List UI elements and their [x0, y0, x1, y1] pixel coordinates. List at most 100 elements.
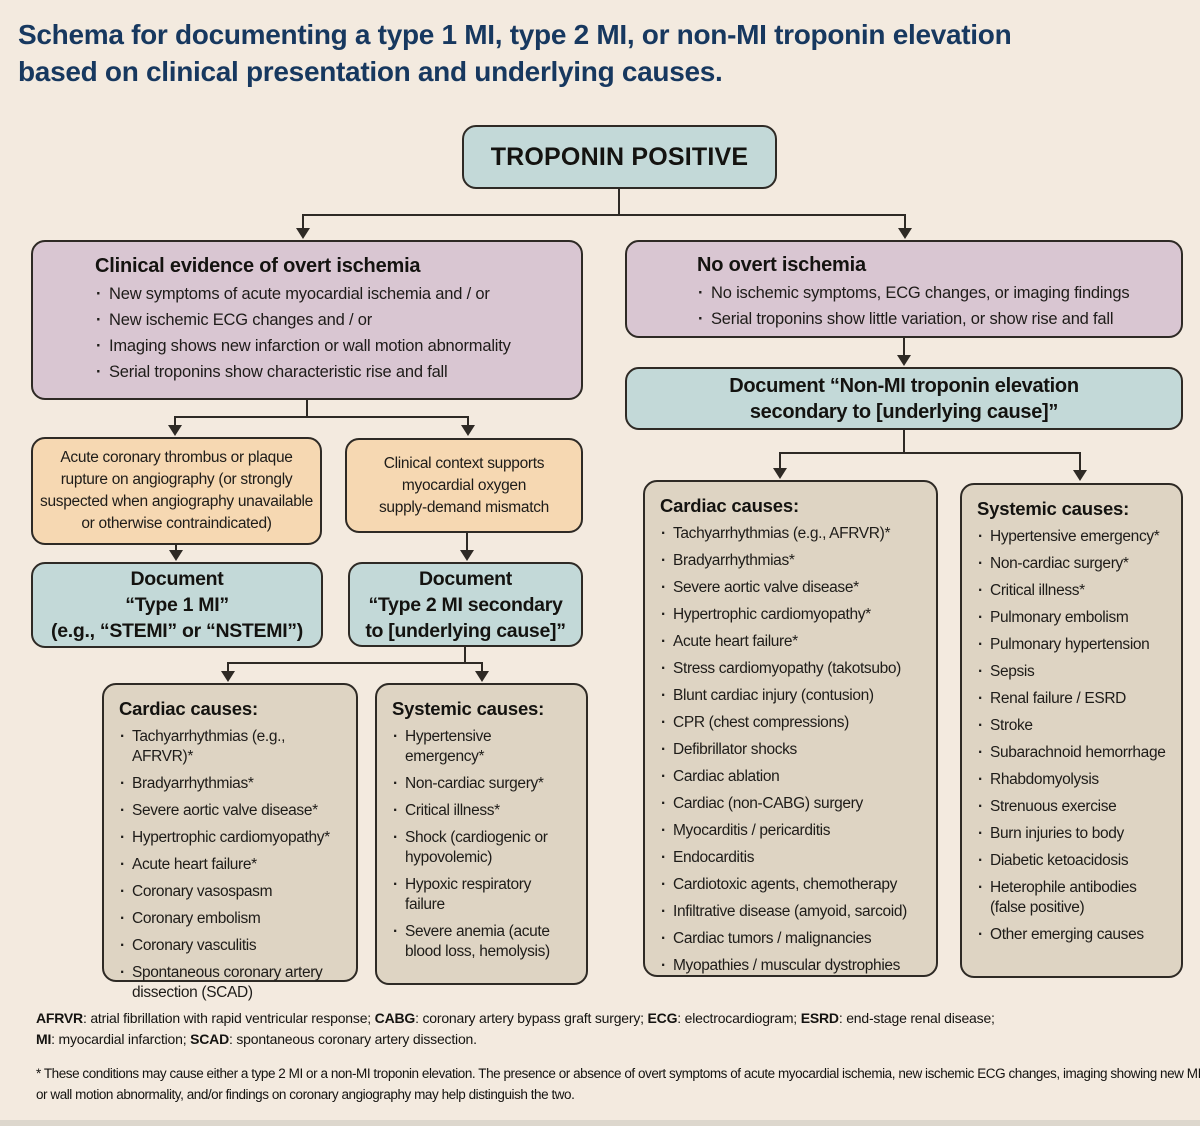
troponin-positive-node: TROPONIN POSITIVE	[462, 125, 777, 189]
box-heading: Cardiac causes:	[660, 495, 799, 516]
doc-line: Document	[419, 567, 512, 590]
figure-title: Schema for documenting a type 1 MI, type…	[18, 16, 1012, 90]
list-item: Other emerging causes	[977, 925, 1173, 945]
asterisk-footnote: * These conditions may cause either a ty…	[36, 1063, 1200, 1105]
node-line: myocardial oxygen	[401, 476, 527, 494]
list-item: Tachyarrhythmias (e.g., AFRVR)*	[119, 727, 346, 767]
causes-list: Tachyarrhythmias (e.g., AFRVR)* Bradyarr…	[660, 524, 928, 976]
node-line: supply-demand mismatch	[378, 498, 549, 516]
list-item: Hypoxic respiratory failure	[392, 875, 558, 915]
doc-line: (e.g., “STEMI” or “NSTEMI”)	[51, 620, 303, 642]
doc-line: secondary to [underlying cause]”	[749, 400, 1059, 423]
list-item: Bradyarrhythmias*	[660, 551, 928, 571]
abbr-def: : electrocardiogram;	[677, 1010, 801, 1026]
abbr-def: : myocardial infarction;	[51, 1031, 191, 1047]
abbr-term: MI	[36, 1031, 52, 1047]
list-item: Severe aortic valve disease*	[660, 578, 928, 598]
abbr-term: SCAD	[190, 1031, 229, 1047]
criteria-list: New symptoms of acute myocardial ischemi…	[95, 285, 565, 382]
list-item: Tachyarrhythmias (e.g., AFRVR)*	[660, 524, 928, 544]
list-item: Serial troponins show characteristic ris…	[95, 363, 565, 382]
list-item: Hypertensive emergency*	[392, 727, 558, 767]
bottom-edge-strip	[0, 1120, 1200, 1126]
list-item: Cardiac (non-CABG) surgery	[660, 794, 928, 814]
asterisk-footnote-line2: or wall motion abnormality, and/or findi…	[36, 1087, 575, 1102]
doc-line: to [underlying cause]”	[365, 619, 566, 642]
list-item: Heterophile antibodies (false positive)	[977, 878, 1173, 918]
document-type2-node: Document “Type 2 MI secondary to [underl…	[348, 562, 583, 647]
list-item: Cardiac tumors / malignancies	[660, 929, 928, 949]
doc-line: “Type 1 MI”	[125, 594, 229, 616]
box-heading: Systemic causes:	[977, 498, 1130, 519]
list-item: Cardiac ablation	[660, 767, 928, 787]
node-line: or otherwise contraindicated)	[81, 515, 272, 532]
list-item: Blunt cardiac injury (contusion)	[660, 686, 928, 706]
list-item: Hypertrophic cardiomyopathy*	[660, 605, 928, 625]
list-item: Hypertrophic cardiomyopathy*	[119, 828, 346, 848]
list-item: Severe aortic valve disease*	[119, 801, 346, 821]
list-item: Non-cardiac surgery*	[977, 554, 1173, 574]
list-item: Spontaneous coronary artery dissection (…	[119, 963, 346, 1003]
no-overt-ischemia-node: No overt ischemia No ischemic symptoms, …	[625, 240, 1183, 338]
abbreviations-line2: MI: myocardial infarction; SCAD: spontan…	[36, 1029, 995, 1050]
list-item: Severe anemia (acute blood loss, hemolys…	[392, 922, 558, 962]
list-item: Pulmonary embolism	[977, 608, 1173, 628]
node-line: rupture on angiography (or strongly	[60, 471, 293, 488]
list-item: Defibrillator shocks	[660, 740, 928, 760]
type2-systemic-causes-node: Systemic causes: Hypertensive emergency*…	[375, 683, 588, 985]
list-item: Coronary vasospasm	[119, 882, 346, 902]
list-item: Serial troponins show little variation, …	[697, 310, 1165, 329]
abbr-term: AFRVR	[36, 1010, 83, 1026]
box-heading: No overt ischemia	[697, 254, 866, 276]
list-item: Non-cardiac surgery*	[392, 774, 558, 794]
node-line: Acute coronary thrombus or plaque	[60, 449, 293, 466]
list-item: Acute heart failure*	[660, 632, 928, 652]
figure-title-line1: Schema for documenting a type 1 MI, type…	[18, 19, 1012, 50]
list-item: Coronary embolism	[119, 909, 346, 929]
criteria-list: No ischemic symptoms, ECG changes, or im…	[697, 284, 1165, 329]
asterisk-footnote-line1: * These conditions may cause either a ty…	[36, 1066, 1200, 1081]
list-item: Renal failure / ESRD	[977, 689, 1173, 709]
list-item: Shock (cardiogenic or hypovolemic)	[392, 828, 558, 868]
list-item: Hypertensive emergency*	[977, 527, 1173, 547]
list-item: Subarachnoid hemorrhage	[977, 743, 1173, 763]
list-item: Stress cardiomyopathy (takotsubo)	[660, 659, 928, 679]
list-item: Strenuous exercise	[977, 797, 1173, 817]
document-type1-node: Document “Type 1 MI” (e.g., “STEMI” or “…	[31, 562, 323, 648]
thrombus-node: Acute coronary thrombus or plaque ruptur…	[31, 437, 322, 545]
figure-title-line2: based on clinical presentation and under…	[18, 56, 723, 87]
mismatch-node: Clinical context supports myocardial oxy…	[345, 438, 583, 533]
list-item: Acute heart failure*	[119, 855, 346, 875]
list-item: Sepsis	[977, 662, 1173, 682]
abbr-def: : atrial fibrillation with rapid ventric…	[82, 1010, 375, 1026]
node-line: suspected when angiography unavailable	[40, 493, 313, 510]
list-item: No ischemic symptoms, ECG changes, or im…	[697, 284, 1165, 303]
doc-line: Document “Non-MI troponin elevation	[729, 374, 1079, 397]
list-item: CPR (chest compressions)	[660, 713, 928, 733]
nonmi-systemic-causes-node: Systemic causes: Hypertensive emergency*…	[960, 483, 1183, 978]
type2-cardiac-causes-node: Cardiac causes: Tachyarrhythmias (e.g., …	[102, 683, 358, 1001]
list-item: Cardiotoxic agents, chemotherapy	[660, 875, 928, 895]
abbr-term: ECG	[647, 1010, 678, 1026]
list-item: Rhabdomyolysis	[977, 770, 1173, 790]
list-item: Bradyarrhythmias*	[119, 774, 346, 794]
list-item: Stroke	[977, 716, 1173, 736]
list-item: Critical illness*	[392, 801, 558, 821]
list-item: Myopathies / muscular dystrophies	[660, 956, 928, 976]
list-item: Burn injuries to body	[977, 824, 1173, 844]
list-item: Pulmonary hypertension	[977, 635, 1173, 655]
list-item: Myocarditis / pericarditis	[660, 821, 928, 841]
abbr-term: CABG	[374, 1010, 416, 1026]
list-item: Coronary vasculitis	[119, 936, 346, 956]
list-item: New symptoms of acute myocardial ischemi…	[95, 285, 565, 304]
node-line: Clinical context supports	[383, 454, 545, 472]
box-heading: Clinical evidence of overt ischemia	[95, 255, 421, 277]
box-heading: Cardiac causes:	[119, 698, 258, 719]
abbreviations-line1: AFRVR: atrial fibrillation with rapid ve…	[36, 1008, 995, 1029]
list-item: Endocarditis	[660, 848, 928, 868]
causes-list: Hypertensive emergency* Non-cardiac surg…	[977, 527, 1173, 945]
box-heading: Systemic causes:	[392, 698, 545, 719]
document-nonmi-node: Document “Non-MI troponin elevation seco…	[625, 367, 1183, 430]
abbr-term: ESRD	[800, 1010, 839, 1026]
